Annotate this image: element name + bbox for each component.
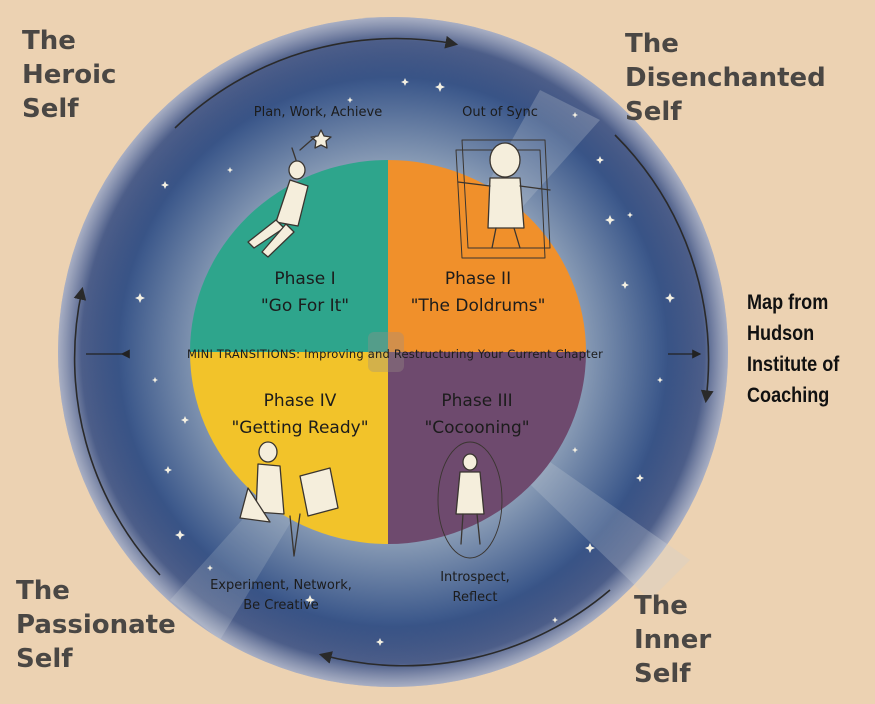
caption-phase-1: Plan, Work, Achieve (254, 105, 382, 120)
star (181, 416, 189, 424)
boxed-figure-illustration (455, 139, 551, 259)
star (627, 212, 633, 218)
phase-4-name: "Getting Ready" (231, 418, 368, 438)
quadrant-phase-2 (388, 160, 586, 352)
caption-phase-3-line-2: Reflect (453, 590, 498, 605)
disenchanted-self-label: The Disenchanted Self (625, 29, 826, 127)
quadrant-phase-1 (190, 160, 388, 352)
star (305, 595, 315, 605)
cocooning-figure-illustration (437, 441, 503, 559)
star (135, 293, 145, 303)
quadrant-phase-3 (388, 352, 586, 544)
drafting-figure-illustration (239, 441, 339, 557)
star (572, 112, 578, 118)
star (657, 377, 663, 383)
star (347, 97, 353, 103)
caption-phase-2: Out of Sync (462, 105, 538, 120)
cycle-arrow-left (73, 286, 161, 576)
phase-circle (190, 160, 586, 544)
phase-3-name: "Cocooning" (424, 418, 529, 438)
star (585, 543, 595, 553)
center-logo (368, 332, 404, 372)
star (175, 530, 185, 540)
cycle-arrow-right (614, 134, 714, 404)
star (376, 638, 384, 646)
star (227, 167, 233, 173)
star (621, 281, 629, 289)
mini-transitions-label: MINI TRANSITIONS: Improving and Restruct… (187, 347, 603, 361)
star (164, 466, 172, 474)
star (552, 617, 558, 623)
source-credit: Map from Hudson Institute of Coaching (747, 291, 840, 407)
phase-1-name: "Go For It" (261, 296, 349, 316)
star (636, 474, 644, 482)
phase-1-label: Phase I (274, 269, 335, 289)
star (596, 156, 604, 164)
star (152, 377, 158, 383)
quadrant-phase-4 (190, 352, 388, 544)
phase-3-label: Phase III (441, 391, 512, 411)
cycle-arrows (73, 35, 714, 667)
star (665, 293, 675, 303)
star (605, 215, 615, 225)
star (161, 181, 169, 189)
star (207, 565, 213, 571)
passionate-self-label: The Passionate Self (16, 576, 176, 674)
star (435, 82, 445, 92)
cycle-arrow-top (174, 35, 459, 129)
caption-phase-4-line-1: Experiment, Network, (210, 578, 352, 593)
reaching-figure-illustration (247, 129, 332, 258)
phase-2-label: Phase II (445, 269, 511, 289)
cycle-arrow-bottom (318, 589, 611, 667)
phase-2-name: "The Doldrums" (411, 296, 546, 316)
caption-phase-3-line-1: Introspect, (440, 570, 510, 585)
inner-self-label: The Inner Self (634, 591, 712, 689)
phase-4-label: Phase IV (264, 391, 337, 411)
heroic-self-label: The Heroic Self (22, 26, 117, 124)
star (401, 78, 409, 86)
star (572, 447, 578, 453)
caption-phase-4-line-2: Be Creative (243, 598, 319, 613)
